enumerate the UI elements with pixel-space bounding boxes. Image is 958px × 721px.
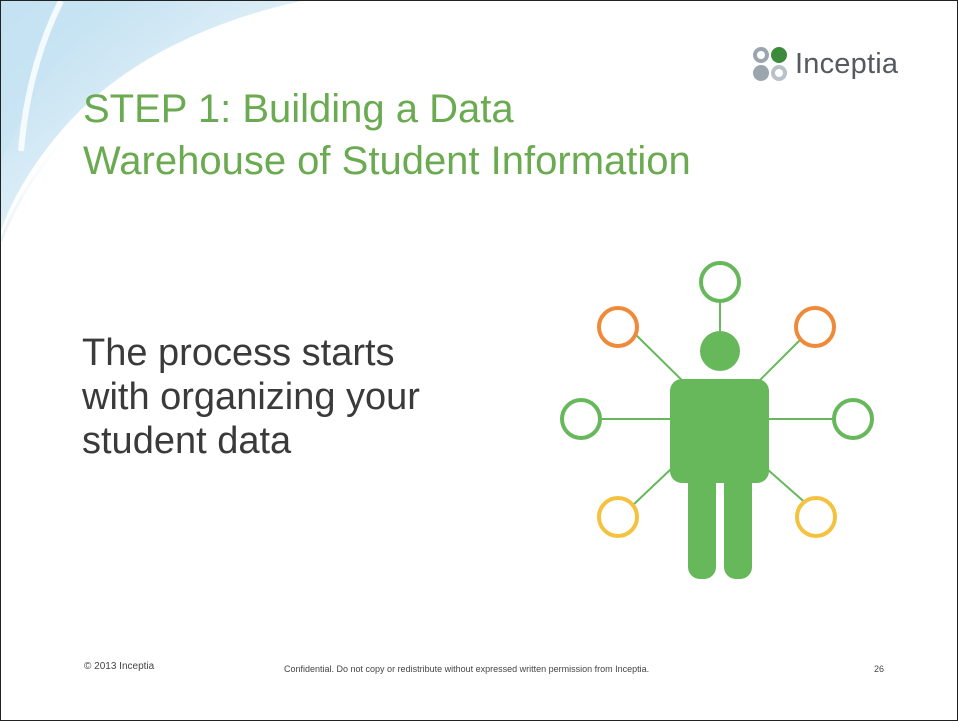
node-lower-right-icon bbox=[795, 496, 837, 538]
title-line-1: STEP 1: Building a Data bbox=[83, 87, 514, 131]
logo-mark-icon bbox=[753, 47, 787, 81]
title-line-2: Warehouse of Student Information bbox=[83, 139, 691, 183]
node-lower-left-icon bbox=[597, 496, 639, 538]
footer-copyright: © 2013 Inceptia bbox=[84, 661, 155, 672]
person-icon bbox=[670, 331, 769, 579]
footer-page-number: 26 bbox=[874, 664, 885, 674]
student-data-network-illustration bbox=[560, 261, 874, 579]
body-line-1: The process starts bbox=[82, 332, 395, 374]
footer-confidential-notice: Confidential. Do not copy or redistribut… bbox=[284, 664, 650, 674]
node-top-icon bbox=[699, 261, 741, 303]
body-text: The process starts with organizing your … bbox=[82, 331, 502, 463]
body-line-3: student data bbox=[82, 420, 292, 462]
corner-swoosh-graphic bbox=[1, 1, 301, 242]
node-right-icon bbox=[832, 398, 874, 440]
logo-text: Inceptia bbox=[795, 47, 899, 80]
slide-title: STEP 1: Building a Data Warehouse of Stu… bbox=[83, 83, 843, 187]
node-upper-left-icon bbox=[597, 306, 639, 348]
node-upper-right-icon bbox=[794, 306, 836, 348]
body-line-2: with organizing your bbox=[82, 376, 420, 418]
inceptia-logo: Inceptia bbox=[751, 43, 898, 85]
node-left-icon bbox=[560, 398, 602, 440]
